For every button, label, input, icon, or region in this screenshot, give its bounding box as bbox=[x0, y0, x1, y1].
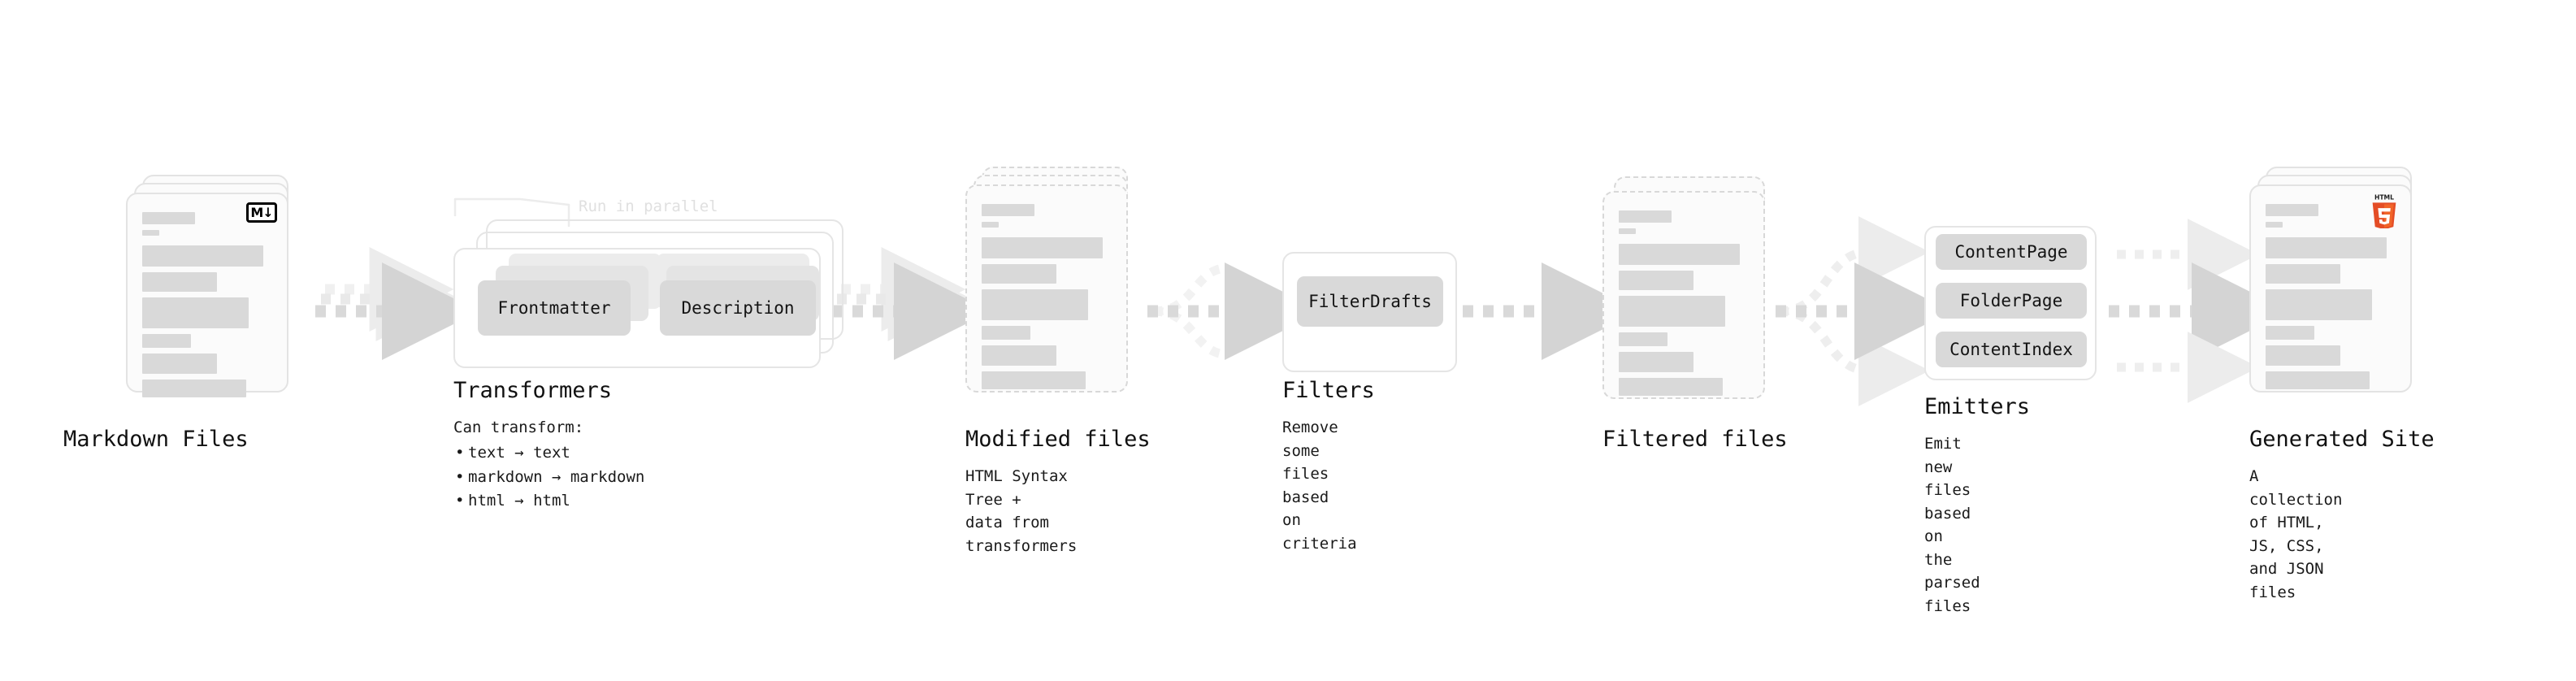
file-card-front: M↓ bbox=[126, 193, 288, 397]
file-content-placeholder bbox=[2266, 204, 2397, 395]
filter-chip-filterdrafts[interactable]: FilterDrafts bbox=[1297, 276, 1443, 327]
stage-title-transformers: Transformers bbox=[453, 378, 613, 403]
file-content-placeholder bbox=[982, 204, 1113, 395]
run-in-parallel-label: Run in parallel bbox=[579, 197, 718, 215]
emitter-chip-contentpage[interactable]: ContentPage bbox=[1936, 234, 2087, 270]
file-content-placeholder bbox=[1619, 210, 1750, 401]
transformer-chip-frontmatter[interactable]: Frontmatter bbox=[478, 280, 631, 336]
file-card-front: HTML bbox=[2249, 184, 2412, 393]
stage-title-emitters: Emitters bbox=[1924, 394, 2031, 419]
connector-filtered-to-emitters bbox=[1776, 216, 1952, 406]
stage-title-modified-files: Modified files bbox=[965, 427, 1151, 452]
connector-modified-to-filters bbox=[1147, 262, 1322, 360]
generated-site-file-stack: CSS HTML bbox=[2249, 167, 2418, 393]
connector-emitters-to-site bbox=[2109, 219, 2289, 403]
svg-text:HTML: HTML bbox=[2374, 194, 2394, 202]
stage-desc-generated-site: A collection of HTML, JS, CSS, and JSON … bbox=[2249, 467, 2343, 601]
filtered-file-stack bbox=[1602, 176, 1772, 399]
stage-desc-filters: Remove some files based on criteria bbox=[1282, 419, 1357, 553]
stage-title-filtered-files: Filtered files bbox=[1602, 427, 1788, 452]
transformer-chip-description[interactable]: Description bbox=[660, 280, 816, 336]
stage-title-markdown-files: Markdown Files bbox=[63, 427, 249, 452]
transformers-bullets: text → text markdown → markdown html → h… bbox=[453, 441, 644, 513]
connector-markdown-to-transformers bbox=[315, 247, 479, 360]
transformers-capability-list: Can transform: text → text markdown → ma… bbox=[453, 416, 644, 514]
markdown-icon: M↓ bbox=[246, 202, 277, 223]
transformers-lead-in: Can transform: bbox=[453, 419, 584, 436]
file-content-placeholder bbox=[142, 212, 274, 403]
transformers-bullet-1: text → text bbox=[468, 441, 644, 465]
transformers-bullet-2: markdown → markdown bbox=[468, 466, 644, 489]
stage-title-generated-site: Generated Site bbox=[2249, 427, 2435, 452]
file-card-front bbox=[1602, 191, 1765, 399]
stage-desc-emitters: Emit new files based on the parsed files bbox=[1924, 435, 1980, 615]
html5-icon: HTML bbox=[2372, 194, 2396, 228]
emitter-chip-folderpage[interactable]: FolderPage bbox=[1936, 283, 2087, 319]
modified-file-stack bbox=[965, 167, 1134, 393]
connector-transformers-to-modified bbox=[832, 247, 991, 360]
stage-title-filters: Filters bbox=[1282, 378, 1375, 403]
markdown-file-stack: M↓ M↓ M↓ bbox=[126, 175, 295, 397]
emitter-chip-contentindex[interactable]: ContentIndex bbox=[1936, 332, 2087, 367]
transformers-bullet-3: html → html bbox=[468, 489, 644, 513]
stage-desc-modified-files: HTML Syntax Tree + data from transformer… bbox=[965, 467, 1078, 555]
file-card-front bbox=[965, 184, 1128, 393]
